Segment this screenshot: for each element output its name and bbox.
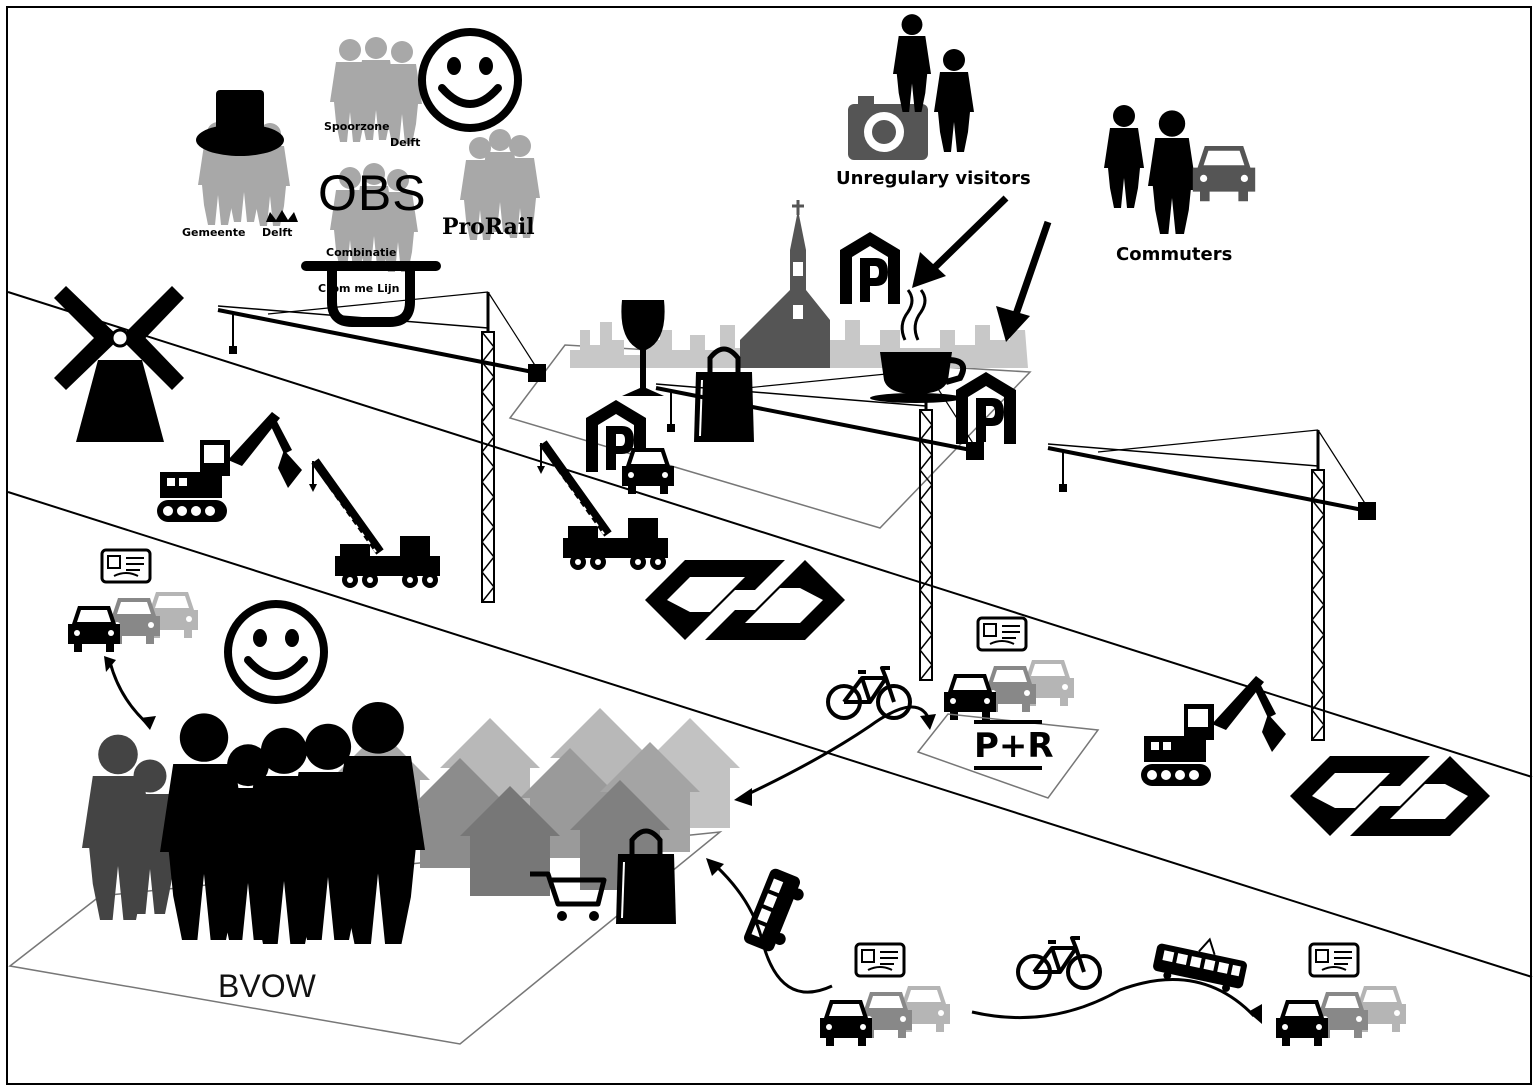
- obs-label: OBS: [318, 165, 427, 221]
- smiley-icon: [422, 32, 518, 128]
- church-icon: [740, 200, 830, 368]
- shopping-cart-icon: [530, 871, 607, 921]
- people-icon: [159, 701, 425, 944]
- arrow-to-parking: [912, 195, 1052, 342]
- car-group: [1276, 942, 1406, 1046]
- bvow-plane: [8, 830, 723, 1045]
- car-group: [820, 942, 950, 1046]
- unregulary-visitors-label: Unregulary visitors: [836, 168, 1031, 189]
- smiley-icon: [228, 604, 324, 700]
- car-icon: [1192, 146, 1256, 202]
- rail-zone-line-bottom: [7, 491, 1533, 978]
- car-icon: [622, 448, 674, 494]
- mobile-crane-icon: [309, 461, 440, 588]
- connection-arrows: [108, 661, 1256, 1020]
- combinatie-label: Combinatie: [326, 246, 397, 259]
- excavator-icon: [157, 412, 302, 522]
- crommelijn-logo-icon: [301, 261, 441, 327]
- bvow-label: BVOW: [218, 968, 316, 1004]
- city-centre-plane: [508, 344, 1032, 529]
- spoorzone-delft-label: Delft: [390, 136, 421, 149]
- delft-crown-icon: [266, 210, 298, 222]
- ns-logo-icon: [1290, 756, 1490, 836]
- camera-icon: [848, 96, 928, 160]
- parking-icon: [956, 372, 1016, 444]
- gemeente-label: Gemeente: [182, 226, 246, 239]
- car-group: [944, 616, 1074, 720]
- rail-zone-line-top: [7, 291, 1533, 778]
- diagram-frame: [6, 6, 1532, 1085]
- parking-icon: [840, 232, 900, 304]
- excavator-icon: [1141, 676, 1286, 786]
- commuters-label: Commuters: [1116, 244, 1233, 265]
- prorail-label: ProRail: [442, 214, 535, 240]
- people-icon: [1104, 105, 1208, 234]
- spoorzone-label: Spoorzone: [324, 120, 390, 133]
- arrow-heads: [104, 656, 1262, 1024]
- top-hat-icon: [196, 90, 284, 156]
- windmill-icon: [54, 286, 184, 442]
- crommelijn-label: Crom me Lijn: [318, 282, 400, 295]
- car-group: [68, 548, 198, 652]
- ns-logo-icon: [645, 560, 845, 640]
- bicycle-icon: [1016, 936, 1102, 990]
- wine-glass-icon: [621, 300, 665, 396]
- park-and-ride-plane: [916, 713, 1100, 799]
- park-and-ride-label: P+R: [974, 726, 1054, 766]
- gemeente-delft-label: Delft: [262, 226, 293, 239]
- tram-icon: [1153, 937, 1247, 992]
- tower-crane-icon: [1046, 428, 1378, 742]
